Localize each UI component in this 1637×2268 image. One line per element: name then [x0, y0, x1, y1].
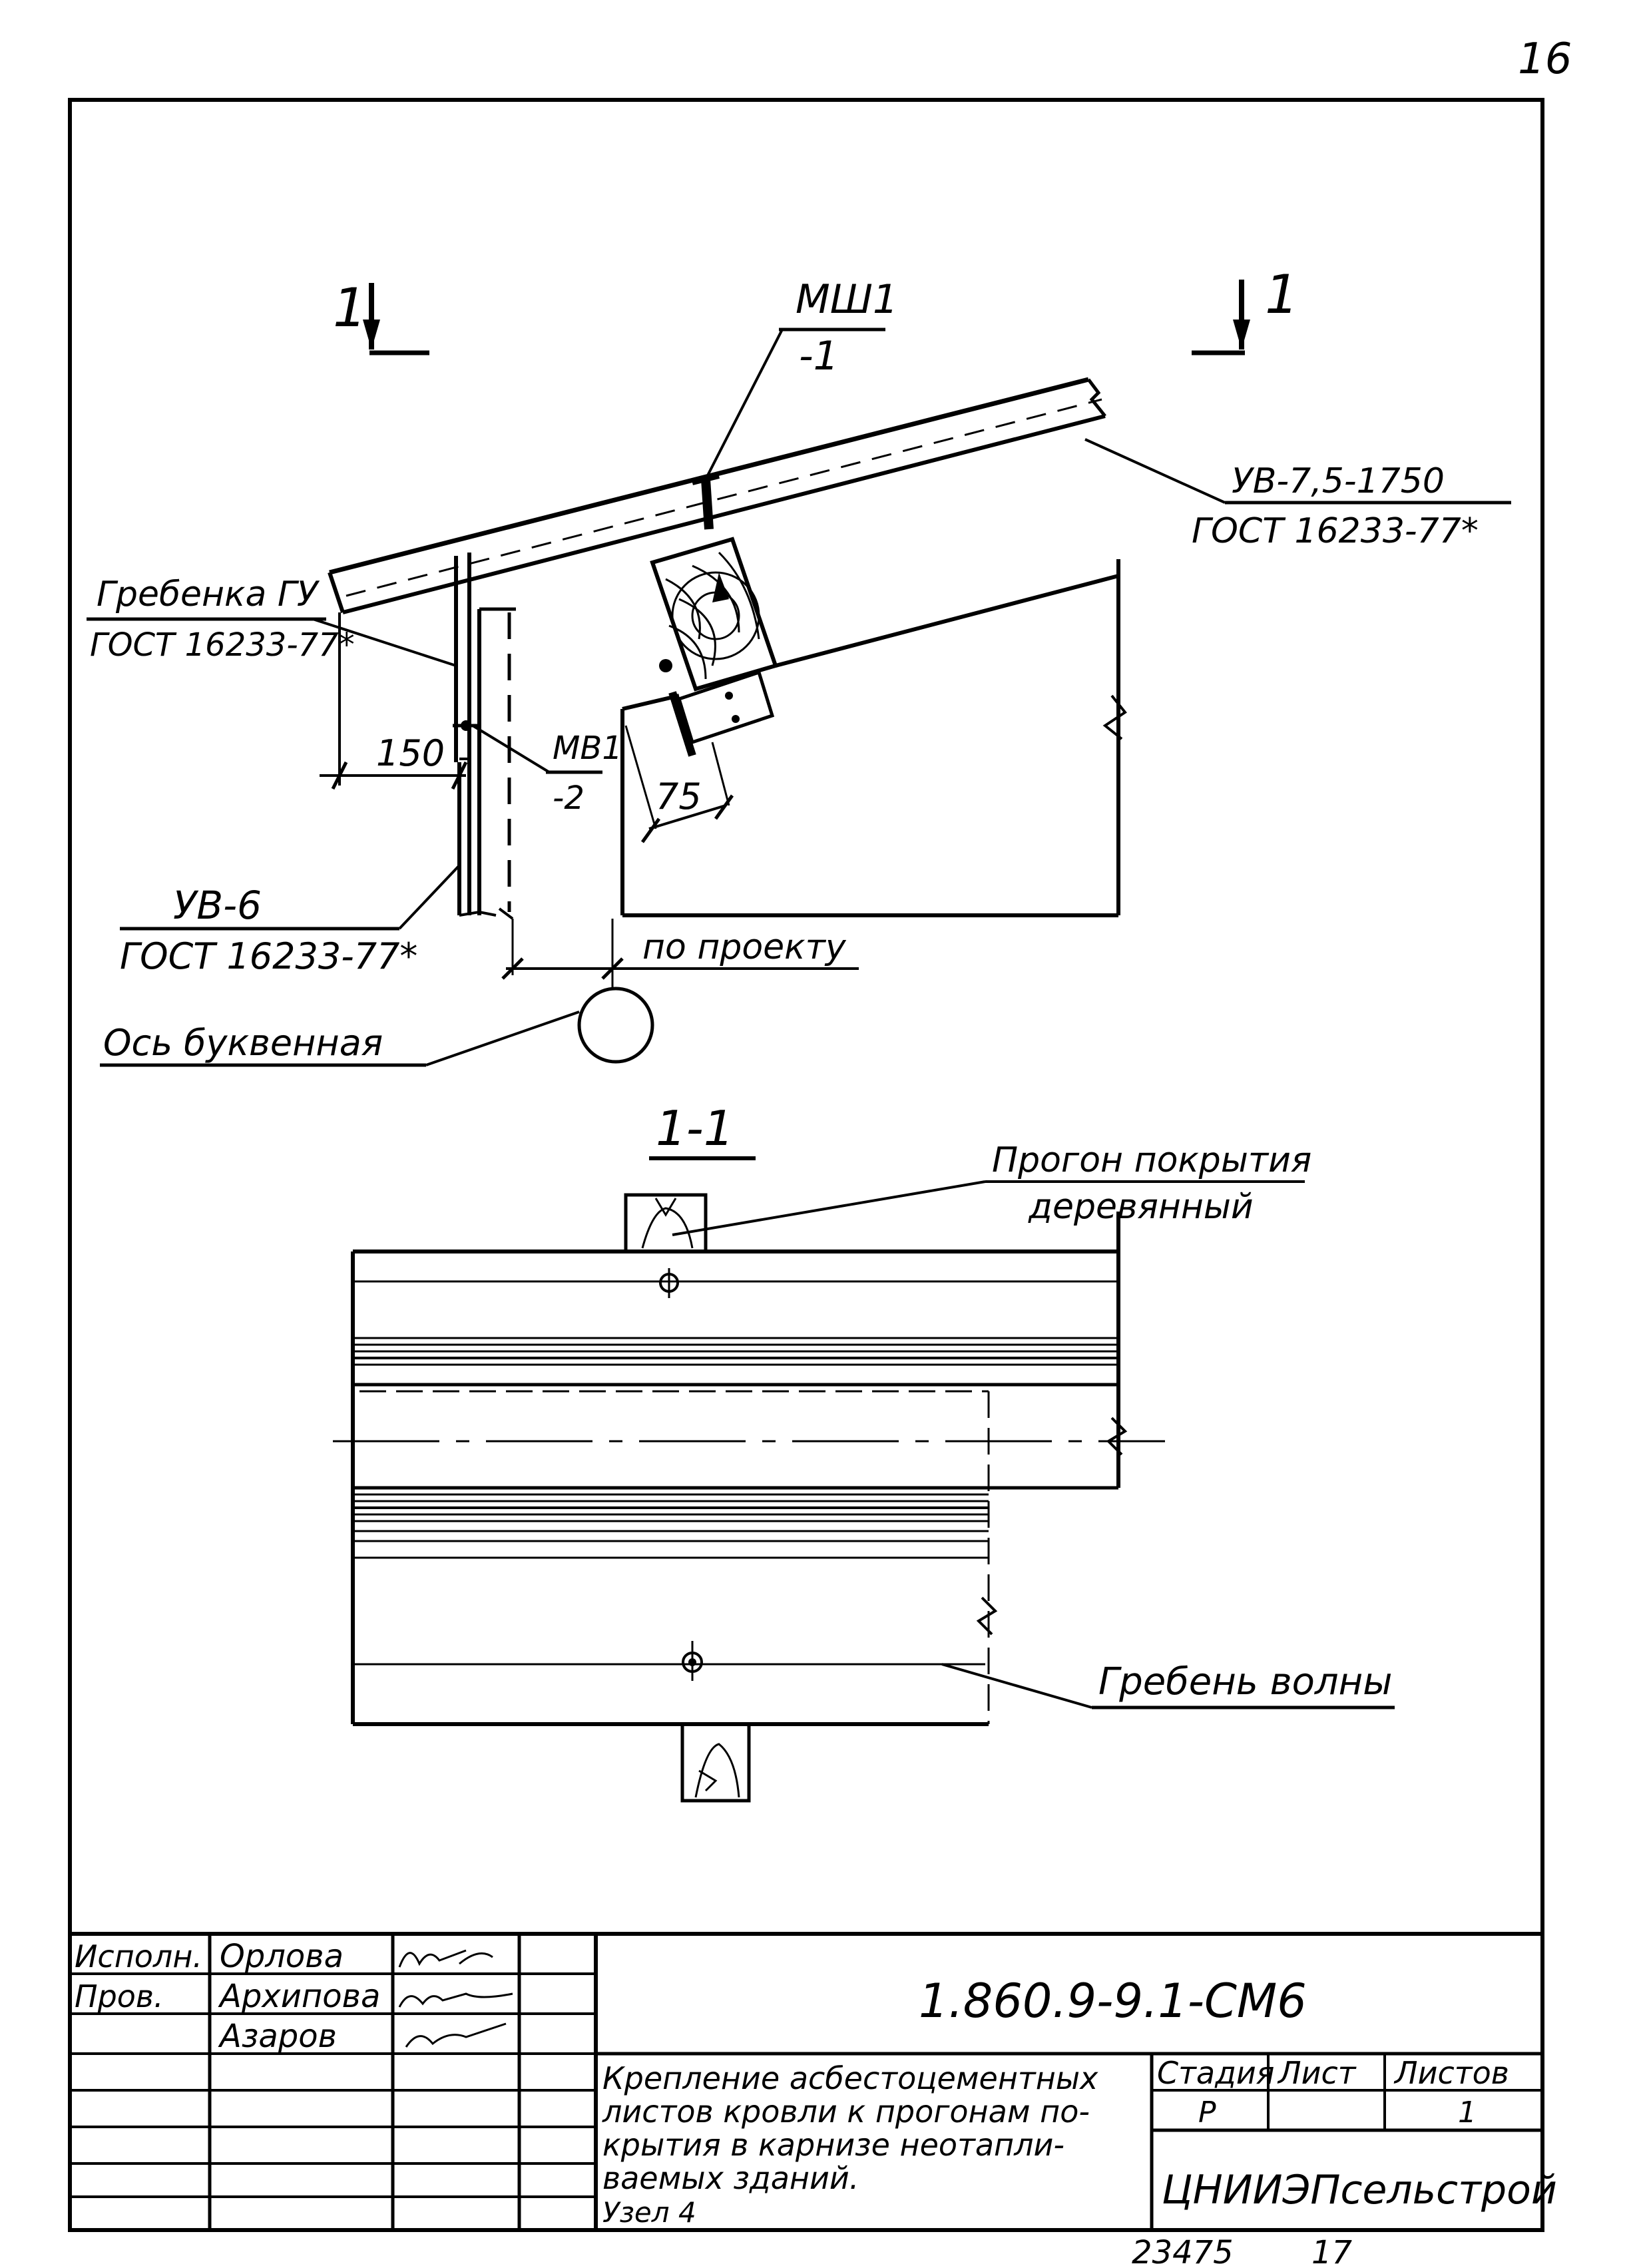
sheets-value: 1 — [1458, 2096, 1477, 2130]
signature-3 — [405, 2022, 507, 2048]
uv6-label-top: УВ-6 — [173, 883, 262, 928]
title-block: Исполн. Пров. Орлова Архипова Азаров 1.8… — [70, 1932, 1557, 2230]
name-orlova: Орлова — [220, 1938, 344, 1975]
sheets-header: Листов — [1393, 2055, 1509, 2091]
grebenka-label-top: Гребенка ГУ — [97, 574, 320, 614]
mv1-label-bottom: -2 — [553, 780, 585, 817]
archive-number: 23475 — [1132, 2234, 1234, 2268]
dimension-150: 150 — [376, 732, 445, 774]
mshl-label-bottom: -1 — [799, 333, 839, 379]
uv75-label-top: УВ-7,5-1750 — [1232, 461, 1445, 501]
archive-sheet: 17 — [1311, 2234, 1353, 2268]
grebenka-label-bottom: ГОСТ 16233-77* — [90, 626, 355, 664]
document-code: 1.860.9-9.1-СМ6 — [919, 1974, 1307, 2028]
purlin-label-top: Прогон покрытия — [992, 1140, 1311, 1180]
signature-2 — [398, 1992, 513, 2008]
role-executor: Исполн. — [75, 1938, 202, 1974]
uv75-label-bottom: ГОСТ 16233-77* — [1192, 511, 1479, 551]
organization: ЦНИИЭПсельстрой — [1162, 2167, 1557, 2213]
description-line-4: ваемых зданий. — [602, 2160, 859, 2196]
drawing-frame — [68, 98, 1544, 2232]
role-checker: Пров. — [75, 1978, 164, 2014]
purlin-label-bottom: деревянный — [1028, 1187, 1254, 1227]
section-mark-left: 1 — [333, 277, 367, 339]
uv6-label-bottom: ГОСТ 16233-77* — [120, 935, 417, 977]
stage-header: Стадия — [1157, 2055, 1274, 2091]
axis-label: Ось буквенная — [103, 1022, 383, 1064]
name-azarov: Азаров — [218, 2018, 337, 2055]
wave-crest-label: Гребень волны — [1098, 1660, 1393, 1703]
signature-1 — [398, 1949, 493, 1968]
section-view: 1-1 Прогон покрытия деревянный — [333, 1100, 1395, 1803]
description-line-1: Крепление асбестоцементных — [602, 2060, 1098, 2096]
axis-marker — [577, 987, 654, 1064]
stage-value: Р — [1198, 2096, 1216, 2130]
section-title: 1-1 — [656, 1100, 734, 1156]
name-arkhipova: Архипова — [218, 1978, 380, 2015]
mshl-label-top: МШ1 — [796, 276, 898, 323]
by-project-label: по проекту — [642, 927, 847, 967]
mv1-label-top: МВ1 — [553, 730, 622, 767]
sheet-header: Лист — [1277, 2055, 1357, 2091]
description-line-2: листов кровли к прогонам по- — [602, 2094, 1090, 2130]
page-number: 16 — [1518, 35, 1572, 84]
section-mark-right: 1 — [1265, 264, 1299, 326]
description-line-3: крытия в карнизе неотапли- — [602, 2127, 1064, 2163]
node-view: 1 1 МШ1 -1 УВ-7,5-1750 ГОСТ 16233-77* — [87, 264, 1511, 1067]
dimension-75: 75 — [656, 776, 702, 817]
description-line-5: Узел 4 — [602, 2196, 696, 2229]
